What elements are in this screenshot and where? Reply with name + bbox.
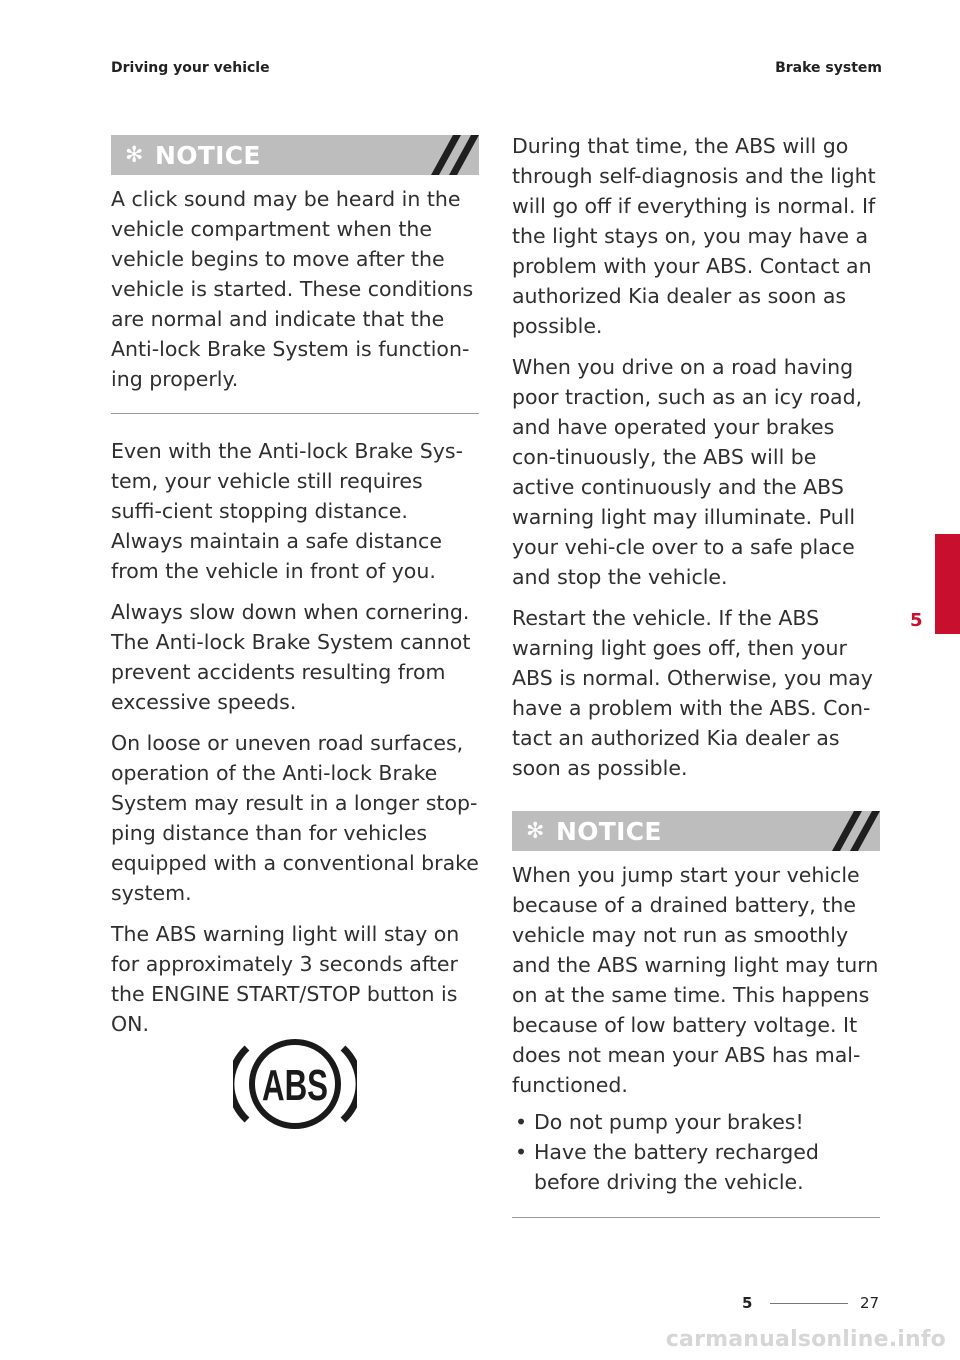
paragraph: During that time, the ABS will go throug… [512, 134, 876, 338]
paragraph: Always slow down when cornering. The Ant… [111, 600, 471, 714]
slash-stripes-icon [832, 811, 880, 851]
star-icon: ✻ [526, 818, 545, 844]
footer-divider [770, 1303, 848, 1304]
paragraph: The ABS warning light will stay on for a… [111, 922, 460, 1036]
footer-section-number: 5 [742, 1294, 753, 1312]
right-column: During that time, the ABS will go throug… [512, 131, 880, 1218]
notice-label: NOTICE [556, 816, 662, 846]
page-header-right: Brake system [775, 60, 882, 76]
left-column: ✻ NOTICE A click sound may be heard in t… [111, 135, 479, 1039]
list-item: •Have the battery recharged before drivi… [515, 1140, 819, 1194]
notice-divider [512, 1217, 880, 1218]
notice-label: NOTICE [155, 140, 261, 170]
footer-page-number: 27 [860, 1294, 880, 1312]
star-icon: ✻ [125, 142, 144, 168]
bullet-text: Do not pump your brakes! [534, 1110, 804, 1134]
paragraph: Restart the vehicle. If the ABS warning … [512, 606, 873, 780]
notice-text: When you jump start your vehicle because… [512, 863, 879, 1097]
page-header-left: Driving your vehicle [111, 60, 270, 76]
slash-stripes-icon [431, 135, 479, 175]
paragraph: Even with the Anti-lock Brake Sys-tem, y… [111, 439, 463, 583]
paragraph: On loose or uneven road surfaces, operat… [111, 731, 479, 905]
chapter-side-tab [935, 534, 960, 634]
notice-banner: ✻ NOTICE [111, 135, 479, 175]
notice-banner: ✻ NOTICE [512, 811, 880, 851]
chapter-number: 5 [910, 610, 923, 631]
watermark: carmanualsonline.info [665, 1327, 946, 1352]
list-item: •Do not pump your brakes! [515, 1110, 804, 1134]
abs-icon-text: ABS [262, 1061, 328, 1110]
bullet-text: Have the battery recharged before drivin… [534, 1140, 819, 1194]
paragraph: When you drive on a road having poor tra… [512, 355, 863, 589]
notice-text: A click sound may be heard in the vehicl… [111, 187, 474, 391]
notice-bullet-list: •Do not pump your brakes! •Have the batt… [512, 1107, 880, 1197]
notice-divider [111, 413, 479, 414]
abs-warning-light-icon: ABS [233, 1039, 357, 1129]
